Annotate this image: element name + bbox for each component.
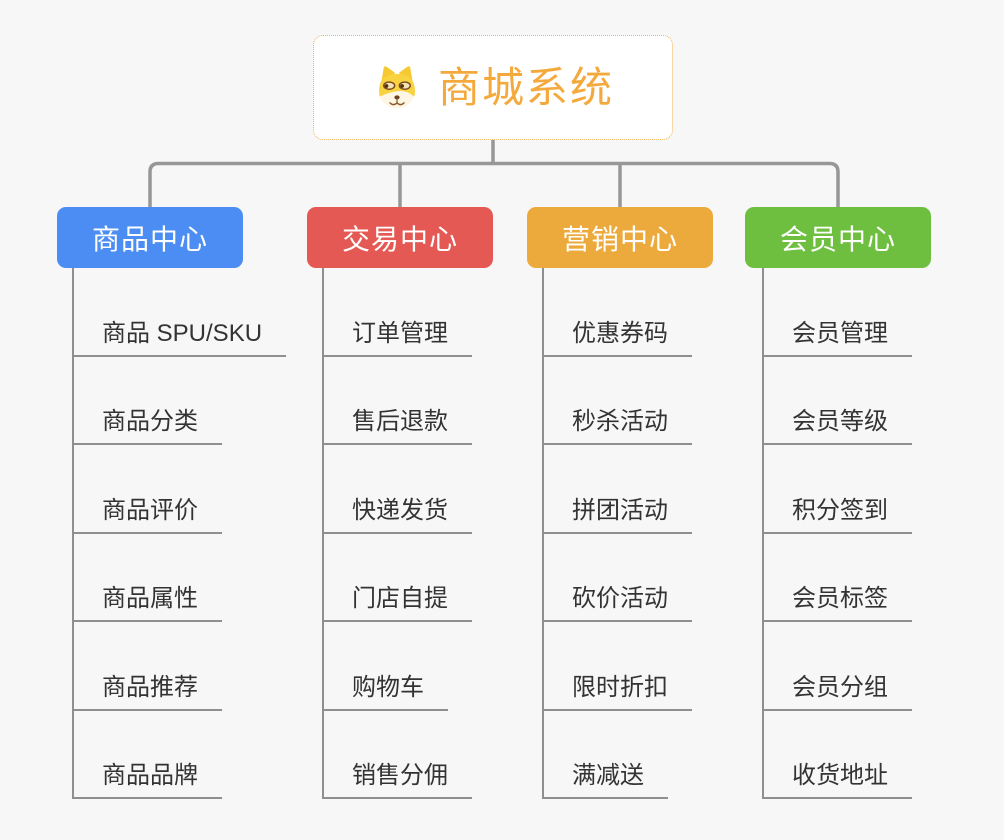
branch-node-label: 会员中心 <box>779 223 896 255</box>
leaf-node-label[interactable]: 优惠券码 <box>544 321 692 357</box>
leaf-node: 会员分组 <box>764 622 912 711</box>
leaf-node: 拼团活动 <box>544 445 692 534</box>
leaf-node: 商品分类 <box>74 357 286 445</box>
root-node-label: 商城系统 <box>437 63 614 111</box>
leaf-node-label[interactable]: 商品推荐 <box>74 675 222 711</box>
leaf-node-label[interactable]: 限时折扣 <box>544 675 692 711</box>
leaf-node: 商品 SPU/SKU <box>74 268 287 357</box>
leaf-column-trade: 订单管理 售后退款 快递发货 门店自提 购物车 销售分佣 <box>322 268 472 799</box>
root-node[interactable]: 商城系统 <box>313 35 673 140</box>
leaf-node-label[interactable]: 快递发货 <box>324 498 472 534</box>
leaf-node-label[interactable]: 商品品牌 <box>74 764 222 799</box>
leaf-column-products: 商品 SPU/SKU 商品分类 商品评价 商品属性 商品推荐 商品品牌 <box>72 268 287 799</box>
leaf-node: 会员标签 <box>764 534 912 622</box>
leaf-node: 满减送 <box>544 711 692 799</box>
leaf-node: 商品属性 <box>74 534 286 622</box>
branch-node-marketing[interactable]: 营销中心 <box>527 207 713 268</box>
leaf-node-label[interactable]: 会员分组 <box>764 675 912 711</box>
leaf-node-label[interactable]: 会员管理 <box>764 321 912 357</box>
leaf-node: 商品评价 <box>74 445 286 534</box>
leaf-node-label[interactable]: 购物车 <box>324 675 448 711</box>
leaf-node-label[interactable]: 秒杀活动 <box>544 410 692 445</box>
leaf-node-label[interactable]: 订单管理 <box>324 321 472 357</box>
leaf-node: 购物车 <box>324 622 472 711</box>
leaf-node: 会员等级 <box>764 357 912 445</box>
leaf-node-label[interactable]: 会员等级 <box>764 410 912 445</box>
branch-node-label: 商品中心 <box>91 223 208 255</box>
leaf-node-label[interactable]: 收货地址 <box>764 764 912 799</box>
leaf-node: 优惠券码 <box>544 268 692 357</box>
leaf-node: 限时折扣 <box>544 622 692 711</box>
leaf-node-label[interactable]: 满减送 <box>544 764 668 799</box>
leaf-node-label[interactable]: 售后退款 <box>324 410 472 445</box>
leaf-node-label[interactable]: 积分签到 <box>764 498 912 534</box>
leaf-node: 商品推荐 <box>74 622 286 711</box>
branch-node-members[interactable]: 会员中心 <box>745 207 931 268</box>
leaf-node: 商品品牌 <box>74 711 286 799</box>
leaf-column-members: 会员管理 会员等级 积分签到 会员标签 会员分组 收货地址 <box>762 268 912 799</box>
leaf-node-label[interactable]: 砍价活动 <box>544 587 692 622</box>
leaf-node: 订单管理 <box>324 268 472 357</box>
leaf-node: 秒杀活动 <box>544 357 692 445</box>
leaf-node: 收货地址 <box>764 711 912 799</box>
leaf-node-label[interactable]: 会员标签 <box>764 587 912 622</box>
leaf-node: 门店自提 <box>324 534 472 622</box>
leaf-node-label[interactable]: 商品评价 <box>74 498 222 534</box>
leaf-node: 售后退款 <box>324 357 472 445</box>
leaf-node: 积分签到 <box>764 445 912 534</box>
leaf-node-label[interactable]: 拼团活动 <box>544 498 692 534</box>
leaf-node: 快递发货 <box>324 445 472 534</box>
leaf-node-label[interactable]: 销售分佣 <box>324 764 472 799</box>
branch-node-label: 交易中心 <box>341 223 458 255</box>
leaf-node: 砍价活动 <box>544 534 692 622</box>
doge-icon <box>379 65 415 108</box>
leaf-node-label[interactable]: 商品属性 <box>74 587 222 622</box>
branch-node-trade[interactable]: 交易中心 <box>307 207 493 268</box>
branch-node-products[interactable]: 商品中心 <box>57 207 243 268</box>
leaf-node-label[interactable]: 门店自提 <box>324 587 472 622</box>
leaf-node: 销售分佣 <box>324 711 472 799</box>
leaf-column-marketing: 优惠券码 秒杀活动 拼团活动 砍价活动 限时折扣 满减送 <box>542 268 692 799</box>
leaf-node-label[interactable]: 商品 SPU/SKU <box>74 321 287 357</box>
branch-node-label: 营销中心 <box>561 223 678 255</box>
leaf-node-label[interactable]: 商品分类 <box>74 410 222 445</box>
leaf-node: 会员管理 <box>764 268 912 357</box>
